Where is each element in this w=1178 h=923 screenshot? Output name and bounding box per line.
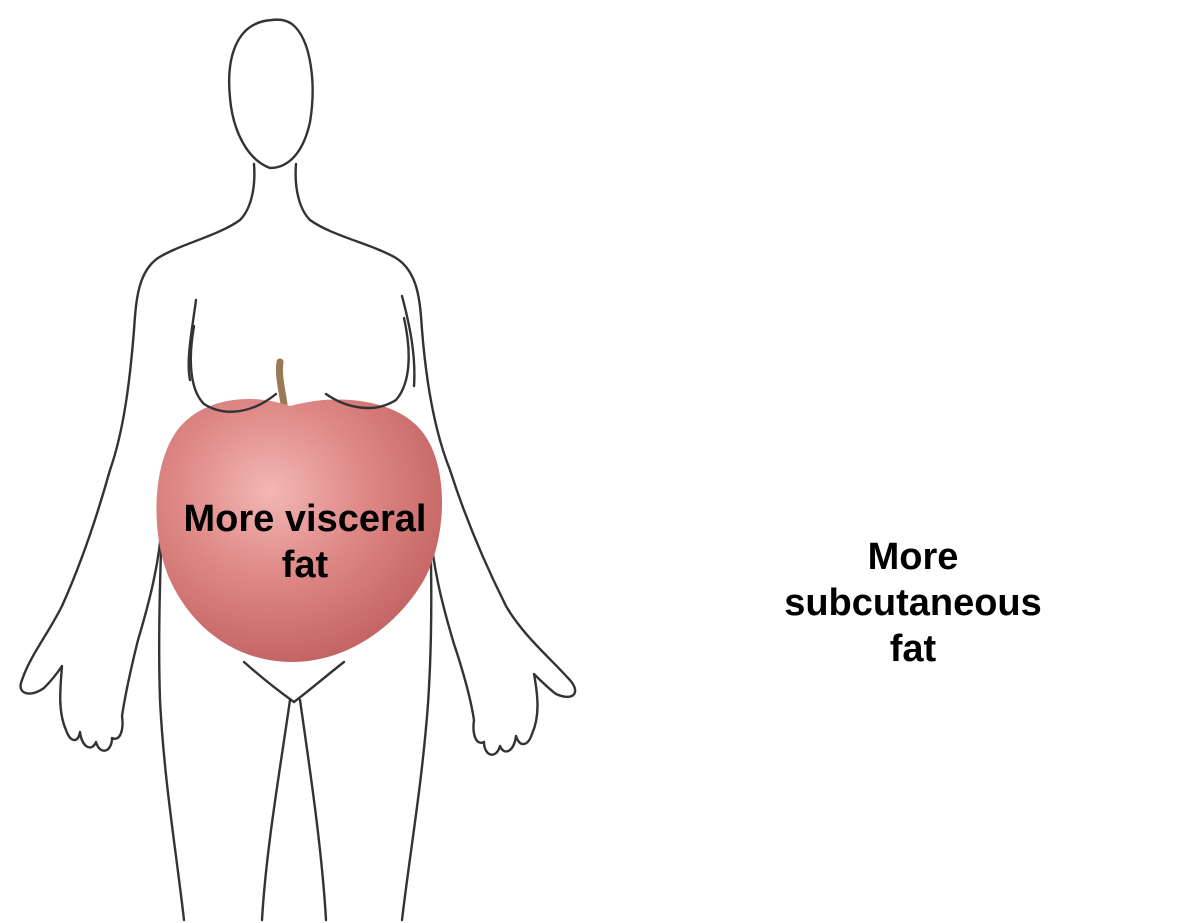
subcutaneous-fat-label: More subcutaneous fat (768, 534, 1058, 672)
visceral-fat-label-line1: More visceral (160, 496, 450, 542)
apple-stem (279, 362, 284, 404)
visceral-fat-label-line2: fat (160, 542, 450, 588)
visceral-fat-label: More visceral fat (160, 496, 450, 588)
subcutaneous-fat-label-line3: fat (768, 626, 1058, 672)
subcutaneous-fat-label-line1: More (768, 534, 1058, 580)
subcutaneous-fat-label-line2: subcutaneous (768, 580, 1058, 626)
apple-figure (21, 20, 576, 920)
